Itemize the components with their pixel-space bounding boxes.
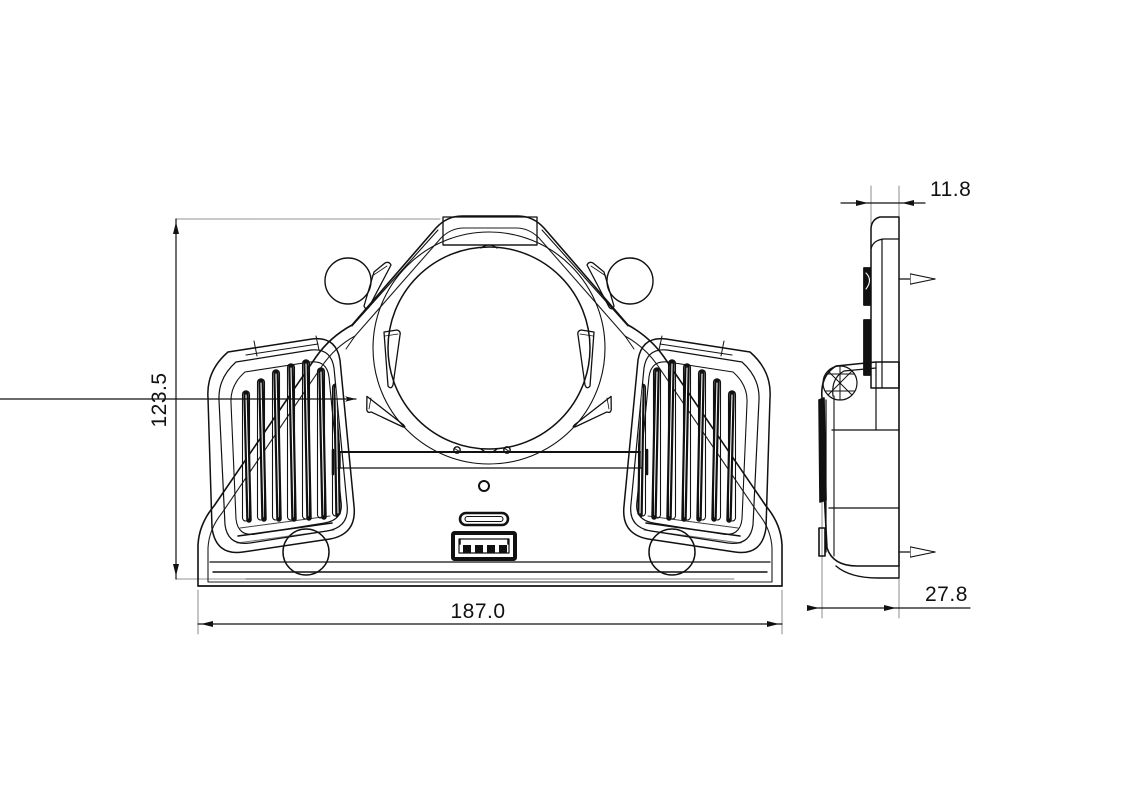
corner-pad-upper-left <box>324 257 372 305</box>
band-screw-right <box>503 446 511 454</box>
dimension-depth-label: 27.8 <box>925 583 968 606</box>
dimension-height-123-5 <box>0 218 441 580</box>
usb-a-port <box>451 531 517 561</box>
side-view-body <box>818 216 900 579</box>
usb-c-port <box>458 511 510 527</box>
mid-horizontal-band <box>331 446 649 476</box>
fan-aperture <box>372 231 606 465</box>
led-indicator <box>478 480 490 492</box>
dimension-width-187-0 <box>197 589 783 635</box>
left-vent-grille <box>207 335 356 554</box>
dimension-width-label: 187.0 <box>450 600 505 623</box>
radial-vent-slots <box>363 261 615 428</box>
dimension-thickness-label: 11.8 <box>930 178 971 201</box>
corner-pad-lower-right <box>648 528 696 576</box>
dimension-depth-27-8 <box>807 469 971 619</box>
corner-pad-upper-right <box>606 257 654 305</box>
dimension-height-label: 123.5 <box>148 372 171 427</box>
right-vent-grille <box>622 335 771 554</box>
port-cluster <box>451 480 517 561</box>
side-view-leaders <box>898 279 936 552</box>
band-screw-left <box>453 446 461 454</box>
dimension-thickness-11-8 <box>840 185 926 229</box>
corner-pad-lower-left <box>282 528 330 576</box>
